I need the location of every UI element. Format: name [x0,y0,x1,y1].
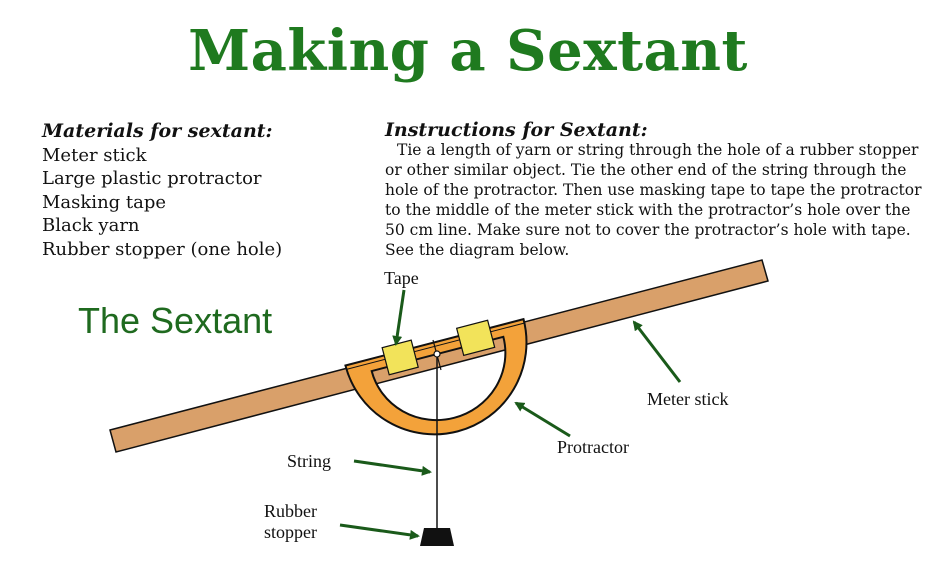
label-string: String [287,451,332,471]
protractor [344,317,528,436]
protractor-hole [433,350,441,358]
tape-right [455,319,496,357]
instructions-text: Tie a length of yarn or string through t… [385,141,922,259]
material-item: Masking tape [42,191,167,213]
label-protractor: Protractor [557,437,629,457]
arrow-meter-stick [632,320,682,383]
arrow-string [353,459,432,476]
material-item: Rubber stopper (one hole) [42,238,283,260]
material-item: Black yarn [42,215,140,236]
material-item: Meter stick [42,144,147,166]
materials-heading: Materials for sextant: [42,120,273,142]
diagram-heading: The Sextant [78,300,273,341]
label-arrows [339,289,682,540]
label-stopper-line1: Rubber [264,501,317,521]
label-tape: Tape [384,268,419,288]
arrow-protractor [514,401,571,438]
material-item: Large plastic protractor [42,168,262,189]
page-title: Making a Sextant [188,18,748,84]
materials-list: Materials for sextant: Meter stick Large… [42,120,282,261]
rubber-stopper [420,528,454,546]
label-rubber-stopper: Rubber stopper [264,501,317,543]
label-stopper-line2: stopper [264,522,317,542]
arrow-tape [392,289,406,346]
label-meter-stick: Meter stick [647,389,729,409]
arrow-stopper [339,523,420,540]
instructions-heading: Instructions for Sextant: [385,119,648,141]
instructions: Instructions for Sextant: Tie a length o… [385,120,925,260]
